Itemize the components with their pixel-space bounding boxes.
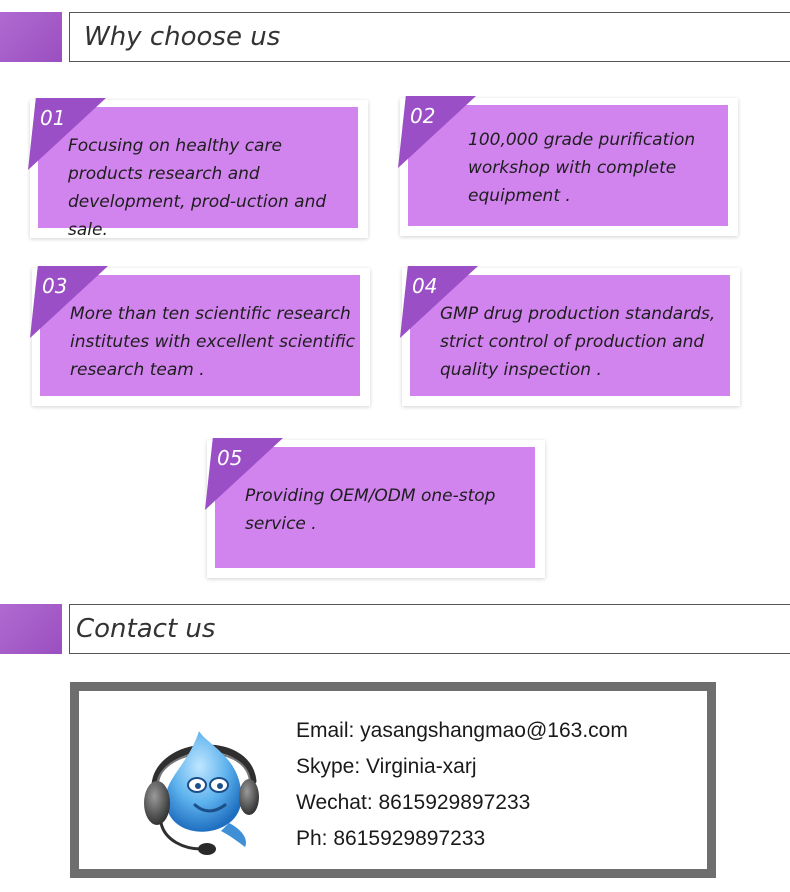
section-title: Why choose us	[84, 22, 281, 52]
contact-phone: Ph: 8615929897233	[296, 827, 486, 850]
card-fill	[215, 447, 535, 568]
header-accent-bar	[0, 604, 62, 654]
contact-box-inner: Email: yasangshangmao@163.com Skype: Vir…	[79, 691, 707, 869]
contact-skype: Skype: Virginia-xarj	[296, 755, 477, 778]
header-title-box: Why choose us	[69, 12, 790, 62]
header-accent-bar	[0, 12, 62, 62]
contact-box: Email: yasangshangmao@163.com Skype: Vir…	[70, 682, 716, 878]
card-fill	[38, 107, 358, 228]
card-number: 03	[42, 274, 68, 298]
contact-details: Email: yasangshangmao@163.com Skype: Vir…	[296, 713, 628, 857]
card-number: 02	[410, 104, 436, 128]
feature-card-04: 04 GMP drug production standards, strict…	[400, 266, 740, 406]
feature-card-01: 01 Focusing on healthy care products res…	[28, 98, 368, 240]
contact-email: Email: yasangshangmao@163.com	[296, 719, 628, 742]
card-number: 01	[40, 106, 66, 130]
contact-us-header: Contact us	[0, 604, 790, 654]
card-text: More than ten scientific research instit…	[70, 304, 355, 380]
card-number: 05	[217, 446, 243, 470]
feature-card-05: 05 Providing OEM/ODM one-stop service .	[205, 438, 545, 578]
feature-card-03: 03 More than ten scientific research ins…	[30, 266, 370, 406]
card-text: Providing OEM/ODM one-stop service .	[245, 486, 496, 534]
why-choose-us-header: Why choose us	[0, 12, 790, 62]
card-text: Focusing on healthy care products resear…	[68, 136, 327, 240]
card-fill	[408, 105, 728, 226]
card-fill	[410, 275, 730, 396]
headset-mascot-icon	[144, 731, 259, 855]
card-text: GMP drug production standards, strict co…	[440, 304, 716, 380]
feature-card-02: 02 100,000 grade purification workshop w…	[398, 96, 738, 236]
card-fill	[40, 275, 360, 396]
header-title-box: Contact us	[69, 604, 790, 654]
card-number: 04	[412, 274, 438, 298]
card-text: 100,000 grade purification workshop with…	[468, 130, 696, 206]
section-title: Contact us	[76, 614, 216, 644]
contact-wechat: Wechat: 8615929897233	[296, 791, 531, 814]
